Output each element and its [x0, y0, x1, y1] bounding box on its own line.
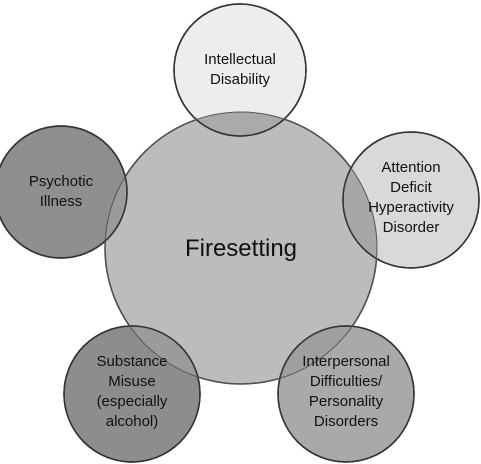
- adhd-label-line: Deficit: [390, 179, 433, 196]
- interpersonal-difficulties-label-line: Personality: [309, 393, 384, 410]
- adhd-label-line: Disorder: [383, 219, 440, 236]
- intellectual-disability-label-line: Intellectual: [204, 51, 276, 68]
- substance-misuse-overlap: [105, 326, 200, 384]
- psychotic-illness-outline: [0, 125, 128, 259]
- adhd-label-line: Hyperactivity: [368, 199, 454, 216]
- psychotic-illness-label-line: Psychotic: [29, 173, 94, 190]
- interpersonal-difficulties-label-line: Difficulties/: [310, 373, 383, 390]
- substance-misuse-outline: [63, 325, 201, 463]
- adhd-label-line: Attention: [381, 159, 440, 176]
- interpersonal-difficulties-outline: [277, 325, 415, 463]
- interpersonal-difficulties-overlap: [278, 326, 377, 384]
- intellectual-disability-label-line: Disability: [210, 71, 271, 88]
- overlap-regions: [105, 112, 377, 384]
- substance-misuse-label-line: Substance: [97, 353, 168, 370]
- substance-misuse-label-line: (especially: [97, 393, 168, 410]
- center-label: Firesetting: [185, 235, 297, 262]
- interpersonal-difficulties-label-line: Disorders: [314, 413, 378, 430]
- interpersonal-difficulties-label-line: Interpersonal: [302, 353, 390, 370]
- intellectual-disability-outline: [173, 3, 307, 137]
- substance-misuse-label-line: Misuse: [108, 373, 156, 390]
- center-outline: [104, 111, 378, 385]
- adhd-outline: [342, 131, 480, 269]
- psychotic-illness-label-line: Illness: [40, 193, 83, 210]
- substance-misuse-label-line: alcohol): [106, 413, 159, 430]
